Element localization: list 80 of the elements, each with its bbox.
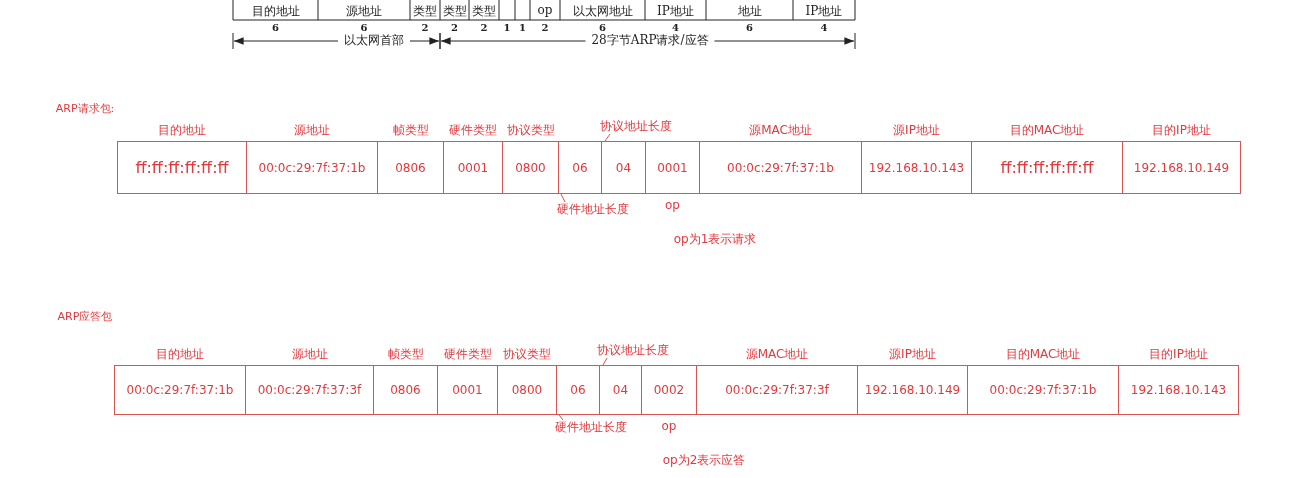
byte-count: 2	[421, 22, 429, 33]
annotation-text: 硬件地址长度	[557, 202, 629, 217]
header-label: 以太网地址	[572, 3, 633, 20]
field-cell: 06	[558, 141, 602, 194]
field-label: op	[665, 198, 680, 212]
field-label: 源MAC地址	[749, 122, 812, 139]
header-label: 地址	[737, 3, 762, 20]
field-cell: 0002	[641, 365, 697, 415]
field-cell: 04	[601, 141, 646, 194]
header-label: IP地址	[657, 3, 694, 20]
field-cell: 0001	[645, 141, 700, 194]
header-label: 类型	[442, 3, 467, 20]
field-cell: ff:ff:ff:ff:ff:ff	[971, 141, 1123, 194]
field-cell: 06	[556, 365, 600, 415]
note-text: op为2表示应答	[662, 452, 746, 469]
note-text: op为1表示请求	[673, 231, 757, 248]
header-label: IP地址	[805, 3, 843, 20]
annotation-text: 协议地址长度	[600, 119, 672, 134]
field-label: 源IP地址	[889, 346, 936, 363]
field-label: 目的IP地址	[1149, 346, 1208, 363]
byte-count: 6	[272, 22, 279, 33]
field-label: 硬件类型	[449, 122, 497, 139]
field-cell: 0806	[373, 365, 438, 415]
byte-count: 4	[672, 22, 679, 33]
field-cell: 0800	[502, 141, 559, 194]
header-label: 源地址	[346, 3, 382, 20]
field-cell: 00:0c:29:7f:37:1b	[967, 365, 1119, 415]
byte-count: 1	[519, 22, 526, 33]
section-title: ARP应答包	[57, 309, 113, 324]
field-cell: 00:0c:29:7f:37:3f	[696, 365, 858, 415]
field-cell: 00:0c:29:7f:37:1b	[246, 141, 378, 194]
field-label: 目的IP地址	[1152, 122, 1211, 139]
field-cell: 0800	[497, 365, 557, 415]
field-label: 目的地址	[156, 346, 204, 363]
byte-count: 6	[746, 22, 753, 33]
field-cell: 00:0c:29:7f:37:1b	[699, 141, 862, 194]
section-title: ARP请求包:	[55, 101, 115, 116]
field-cell: 00:0c:29:7f:37:1b	[114, 365, 246, 415]
header-label: 目的地址	[251, 3, 300, 20]
leader-line	[558, 414, 564, 421]
byte-count: 4	[820, 22, 828, 33]
field-cell: 04	[599, 365, 642, 415]
field-label: 帧类型	[387, 346, 424, 363]
leader-line	[604, 133, 611, 142]
field-label: 源MAC地址	[745, 346, 809, 363]
field-cell: 192.168.10.149	[857, 365, 968, 415]
field-cell: 192.168.10.143	[861, 141, 972, 194]
field-cell: 0001	[443, 141, 503, 194]
field-label: 目的MAC地址	[1009, 122, 1085, 139]
header-label: 类型	[413, 3, 437, 20]
field-cell: 192.168.10.149	[1122, 141, 1241, 194]
field-cell: 0806	[377, 141, 444, 194]
field-label: 帧类型	[392, 122, 429, 139]
leader-line	[602, 357, 608, 366]
header-label: 类型	[472, 3, 496, 20]
field-label: 目的地址	[158, 122, 206, 139]
field-label: 源IP地址	[893, 122, 940, 139]
span-label: 28字节ARP请求/应答	[585, 33, 715, 47]
byte-count: 1	[503, 22, 511, 33]
leader-line	[560, 193, 566, 203]
field-label: 源地址	[291, 346, 328, 363]
field-label: 协议类型	[503, 346, 551, 363]
span-label: 以太网首部	[338, 33, 410, 47]
field-label: 目的MAC地址	[1005, 346, 1081, 363]
field-cell: ff:ff:ff:ff:ff:ff	[117, 141, 247, 194]
field-cell: 0001	[437, 365, 498, 415]
field-label: 源地址	[294, 122, 330, 139]
field-cell: 192.168.10.143	[1118, 365, 1239, 415]
field-label: op	[661, 419, 677, 433]
byte-count: 6	[360, 22, 368, 33]
header-label: op	[537, 3, 553, 17]
byte-count: 2	[451, 22, 458, 33]
byte-count: 6	[599, 22, 606, 33]
annotation-text: 协议地址长度	[597, 343, 669, 358]
field-cell: 00:0c:29:7f:37:3f	[245, 365, 374, 415]
byte-count: 2	[480, 22, 488, 33]
byte-count: 2	[541, 22, 549, 33]
annotation-text: 硬件地址长度	[555, 420, 627, 435]
field-label: 硬件类型	[443, 346, 492, 363]
field-label: 协议类型	[506, 122, 555, 139]
